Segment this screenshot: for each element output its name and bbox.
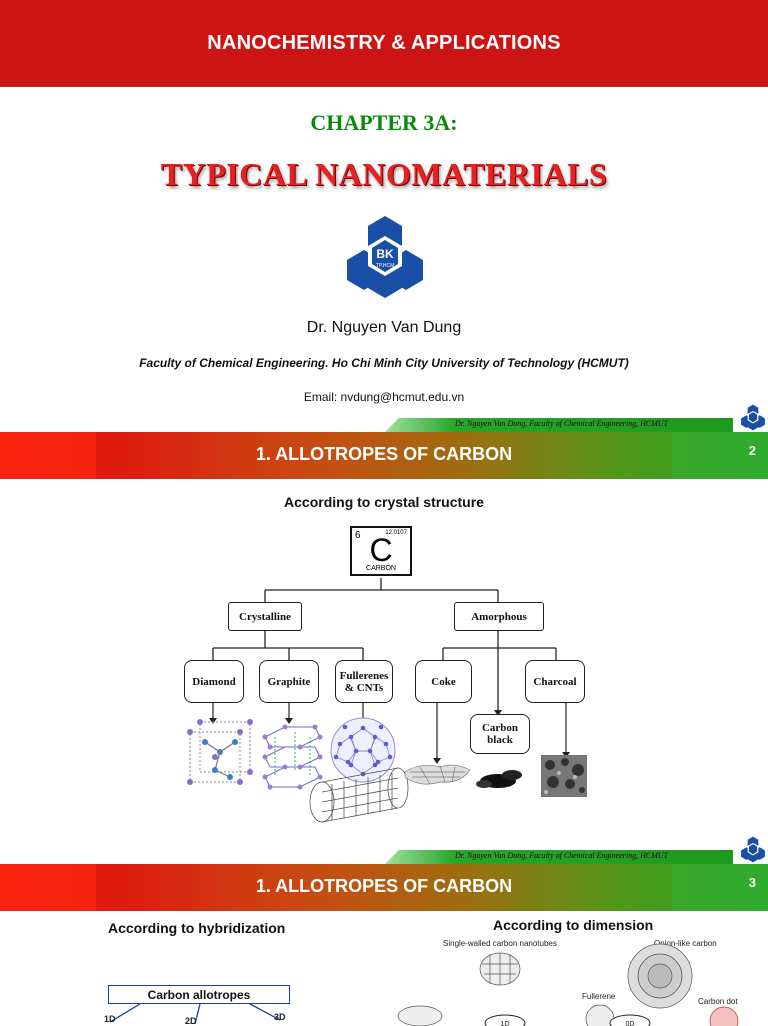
swcnt-label: Single-walled carbon nanotubes — [443, 939, 557, 948]
dim-1d-label: 1D — [501, 1021, 510, 1026]
carbon-element-tile: 6 12.0107 C CARBON — [350, 526, 412, 576]
course-title-bar: NANOCHEMISTRY & APPLICATIONS — [0, 0, 768, 87]
hyb-2d-label: 2D — [185, 1016, 197, 1026]
graphite-structure-image — [262, 724, 323, 790]
charcoal-image — [541, 755, 587, 797]
dimension-subtitle: According to dimension — [493, 917, 654, 933]
coke-node: Coke — [415, 660, 472, 703]
hyb-3d-label: 3D — [274, 1012, 286, 1022]
fullerenes-line1: Fullerenes — [339, 669, 389, 682]
element-symbol: C — [369, 532, 393, 568]
onion-label: Onion-like carbon — [654, 939, 717, 948]
atomic-number: 6 — [355, 530, 361, 541]
diamond-structure-image — [187, 719, 253, 785]
carbon-dot-label: Carbon dot — [698, 997, 738, 1006]
footer-band: Dr. Nguyen Van Dung, Faculty of Chemical… — [385, 418, 733, 432]
slide-title: TYPICAL NANOMATERIALS — [160, 156, 608, 192]
logo-subtext: TP.HCM — [376, 263, 395, 269]
atomic-mass: 12.0107 — [385, 530, 407, 536]
charcoal-node: Charcoal — [525, 660, 585, 703]
carbon-allotropes-box: Carbon allotropes — [108, 985, 290, 1004]
diamond-node: Diamond — [184, 660, 244, 703]
logo-text: BK — [376, 247, 394, 261]
carbon-black-image — [476, 770, 522, 788]
crystalline-node: Crystalline — [228, 602, 302, 631]
carbon-black-line1: Carbon — [481, 722, 519, 734]
footer-logo-icon — [741, 836, 765, 863]
email-line: Email: nvdung@hcmut.edu.vn — [303, 390, 465, 404]
element-name: CARBON — [366, 565, 396, 572]
graphite-node: Graphite — [259, 660, 319, 703]
fullerene-label: Fullerene — [582, 992, 616, 1001]
tree-connectors — [187, 578, 587, 823]
carbon-black-line2: black — [487, 734, 513, 746]
slide-title: 1. ALLOTROPES OF CARBON — [255, 444, 513, 464]
slide-title: 1. ALLOTROPES OF CARBON — [255, 876, 513, 896]
allotropes-hybridization-slide: 1. ALLOTROPES OF CARBON 3 According to h… — [0, 864, 768, 1026]
footer-text: Dr. Nguyen Van Dung, Faculty of Chemical… — [455, 851, 669, 860]
slide-header: 1. ALLOTROPES OF CARBON 2 — [0, 432, 768, 479]
hyb-1d-label: 1D — [104, 1014, 116, 1024]
fullerenes-line2: & CNTs — [344, 681, 384, 694]
course-title: NANOCHEMISTRY & APPLICATIONS — [207, 32, 561, 54]
bk-logo: BK TP.HCM — [347, 216, 423, 298]
dimension-images: 1D 0D — [109, 943, 739, 1026]
nanotube-image — [309, 767, 409, 823]
amorphous-node: Amorphous — [454, 602, 544, 631]
fullerene-image — [330, 717, 396, 783]
faculty-line: Faculty of Chemical Engineering. Ho Chi … — [139, 356, 629, 370]
author-name: Dr. Nguyen Van Dung — [306, 319, 462, 336]
title-slide: NANOCHEMISTRY & APPLICATIONS CHAPTER 3A:… — [0, 0, 768, 432]
footer-band: Dr. Nguyen Van Dung, Faculty of Chemical… — [385, 850, 733, 864]
slide-subtitle: According to crystal structure — [284, 494, 484, 510]
footer-text: Dr. Nguyen Van Dung, Faculty of Chemical… — [455, 419, 669, 428]
allotropes-crystal-slide: 1. ALLOTROPES OF CARBON 2 According to c… — [0, 432, 768, 864]
dim-0d-label: 0D — [626, 1021, 635, 1026]
hybridization-subtitle: According to hybridization — [108, 920, 286, 936]
coke-image — [404, 764, 471, 785]
slide-header: 1. ALLOTROPES OF CARBON 3 — [0, 864, 768, 911]
chapter-label: CHAPTER 3A: — [310, 110, 458, 135]
page-number: 3 — [748, 875, 756, 890]
page-number: 2 — [748, 443, 756, 458]
footer-logo-icon — [741, 404, 765, 431]
fullerenes-node: Fullerenes & CNTs — [335, 660, 393, 703]
carbon-black-node: Carbon black — [470, 714, 530, 754]
